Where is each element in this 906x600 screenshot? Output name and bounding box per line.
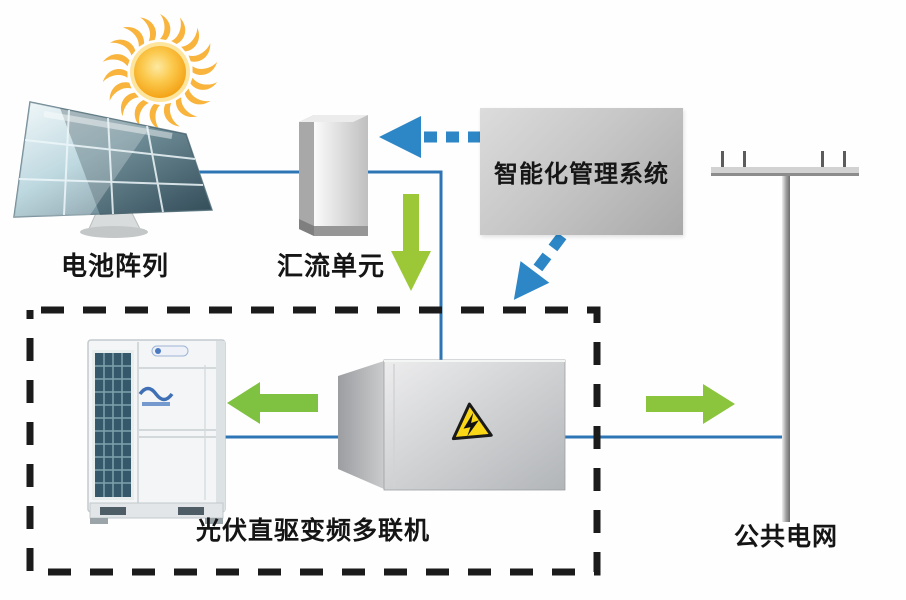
sun-icon <box>101 13 219 131</box>
combiner-unit-label: 汇流单元 <box>276 251 385 281</box>
line-array-to-box <box>190 170 443 361</box>
solar-panel-icon <box>13 101 214 238</box>
panel-cell-grid <box>18 109 204 216</box>
panel-shadow <box>80 226 148 238</box>
hvac-logo <box>138 386 174 402</box>
management-system-box: 智能化管理系统 <box>480 108 683 235</box>
control-arrows <box>379 116 567 300</box>
pv-vrf-unit-label: 光伏直驱变频多联机 <box>195 517 430 545</box>
hvac-outdoor-unit-icon <box>87 339 226 524</box>
green-arrow-down-icon <box>391 194 431 291</box>
power-flow-arrows <box>227 194 735 424</box>
management-system-label: 智能化管理系统 <box>494 161 669 188</box>
power-lines <box>190 170 786 439</box>
dashed-arrow-diagonal-icon <box>513 232 567 300</box>
high-voltage-warning-icon <box>451 402 493 441</box>
pv-zone-dashed-border <box>26 306 601 576</box>
hvac-brand-badge <box>151 345 189 357</box>
green-arrow-right-icon <box>646 384 735 424</box>
electrical-box-icon <box>338 359 566 491</box>
solar-array-label: 电池阵列 <box>60 251 169 281</box>
green-arrow-left-icon <box>227 382 318 424</box>
utility-pole-icon <box>711 151 859 522</box>
public-grid-label: 公共电网 <box>733 523 838 551</box>
dashed-arrow-left-icon <box>379 116 485 158</box>
combiner-cabinet-icon <box>299 115 368 236</box>
